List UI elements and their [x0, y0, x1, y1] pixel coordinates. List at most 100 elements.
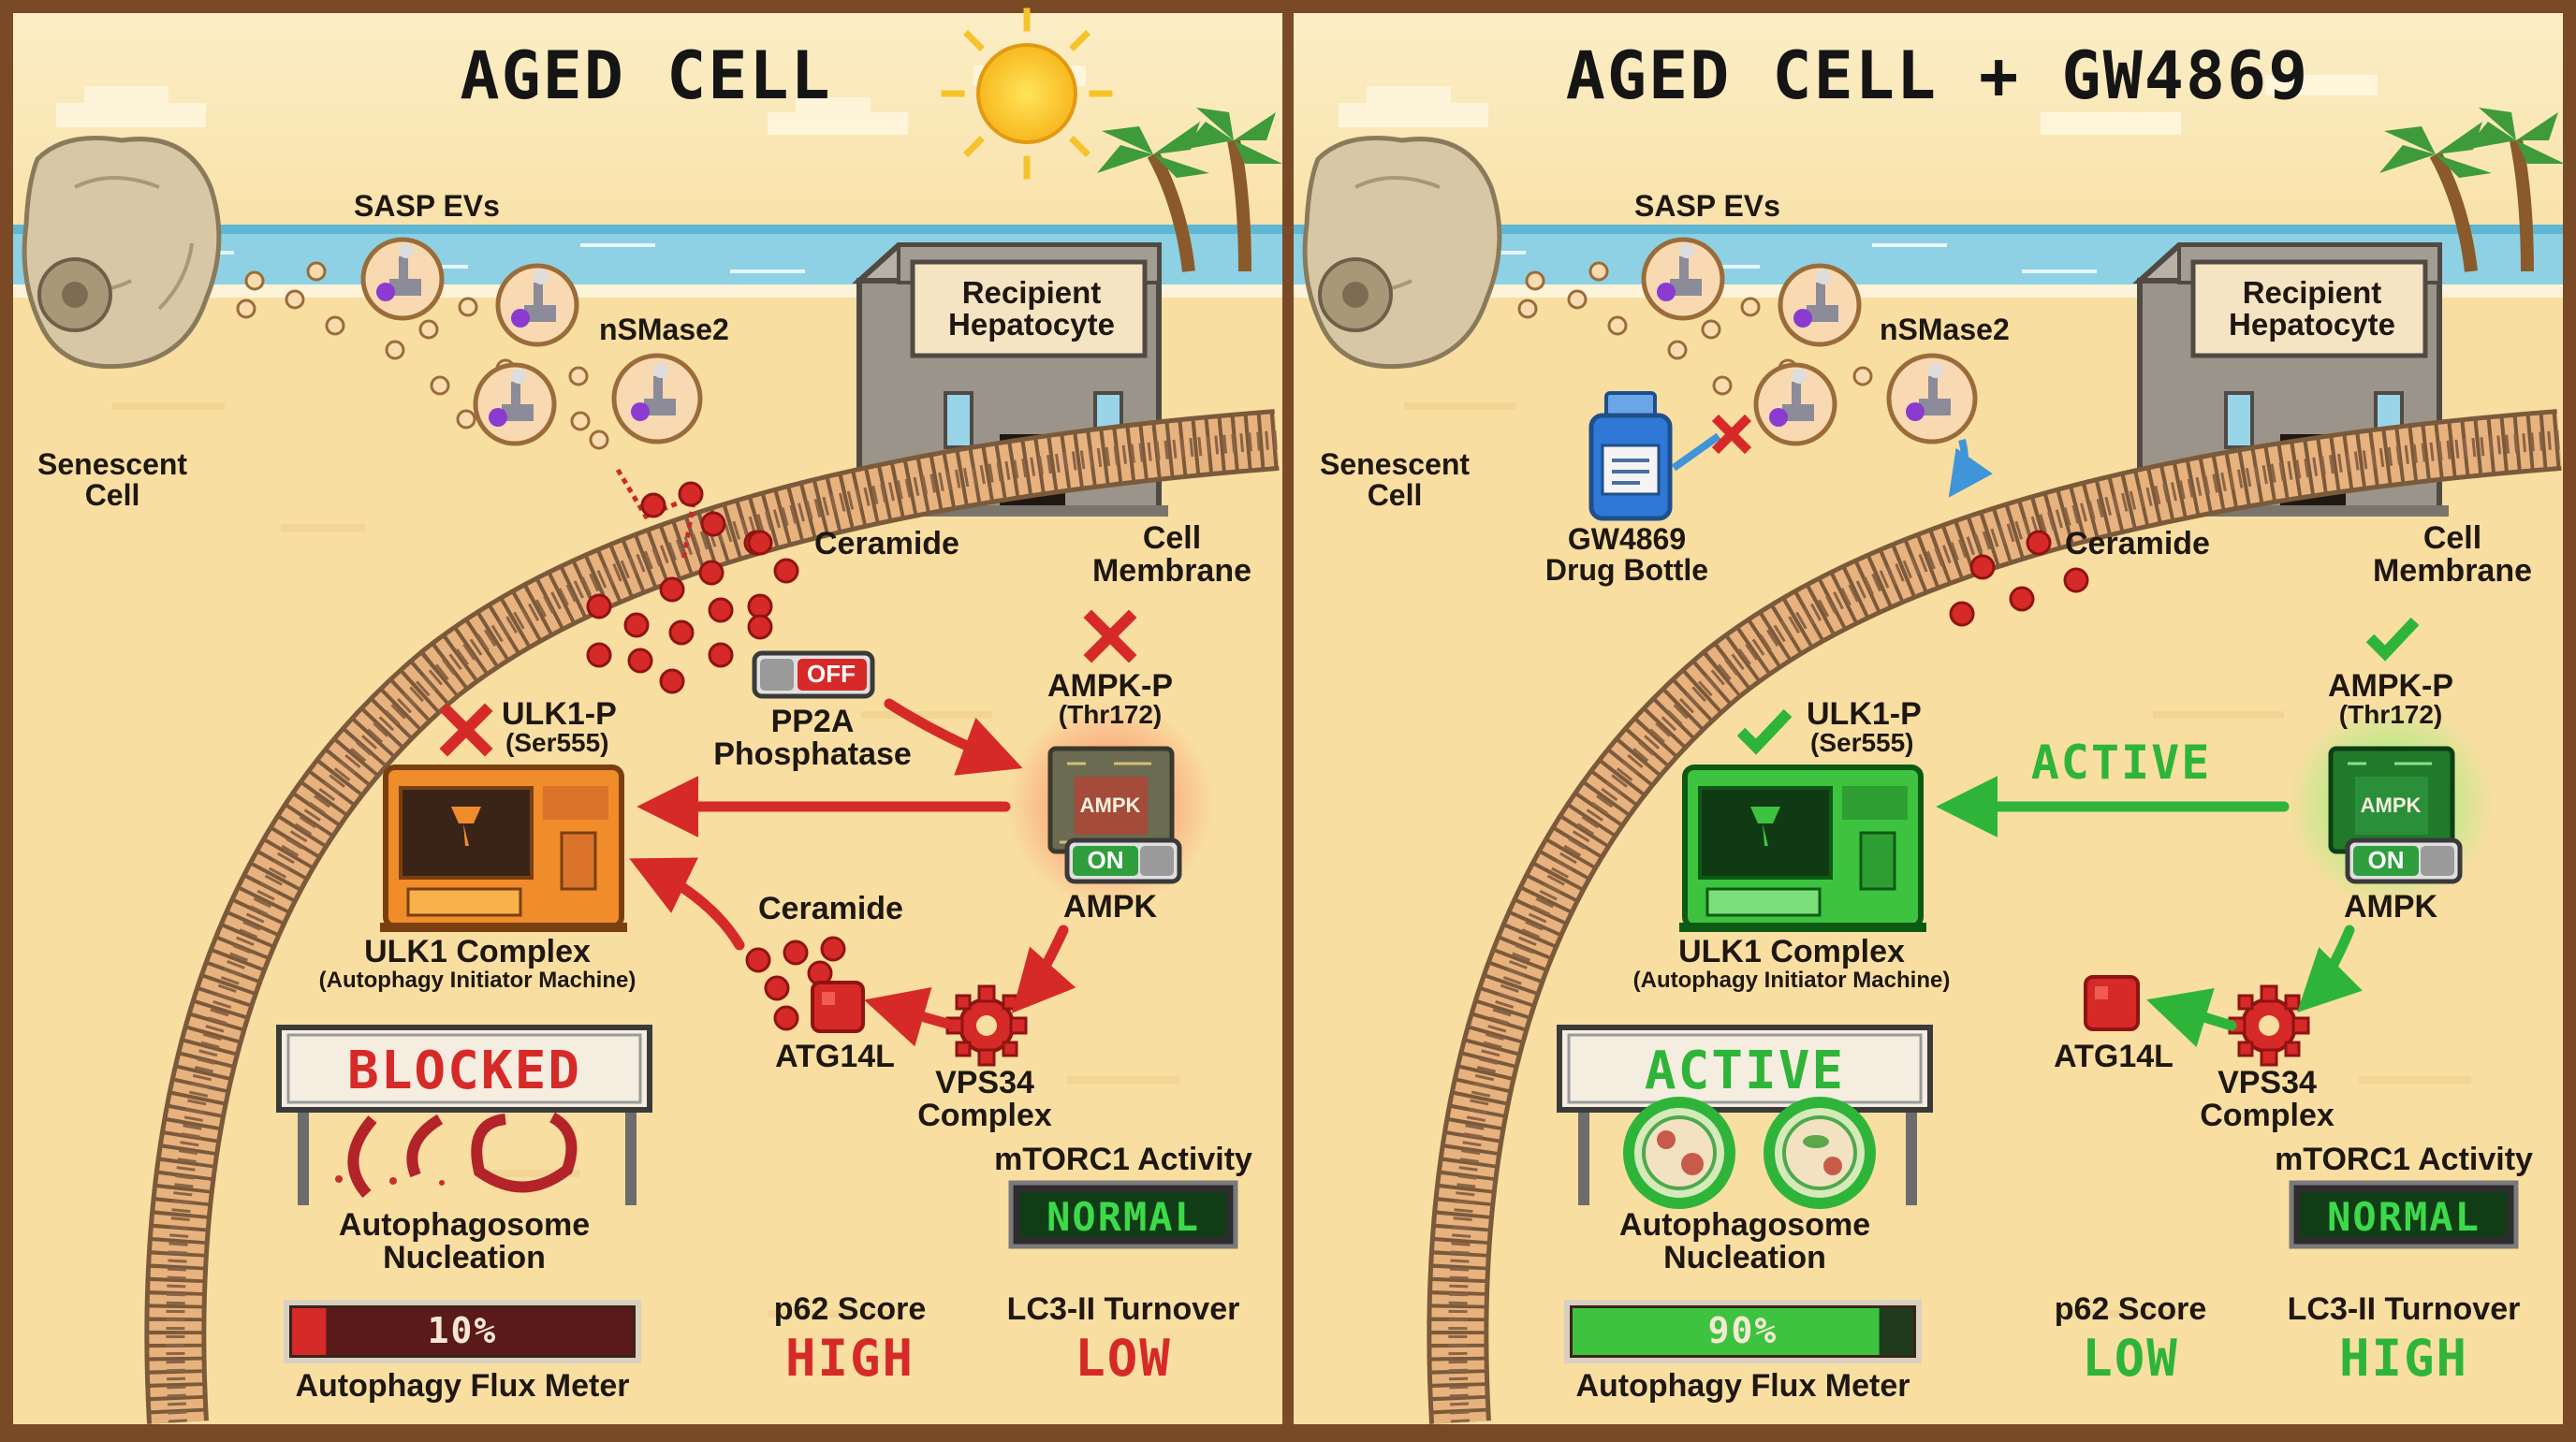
right-mtorc1-display	[2289, 1180, 2519, 1249]
left-lc3-label: LC3-II Turnover	[1006, 1291, 1240, 1327]
left-ulk1-complex-label: ULK1 Complex	[364, 934, 591, 969]
left-panel-title: AGED CELL	[460, 37, 832, 114]
right-atg14l-label: ATG14L	[2054, 1039, 2174, 1074]
left-p62-value: HIGH	[784, 1329, 915, 1388]
right-ampk-p-check-mark	[2365, 617, 2420, 662]
left-panel-art	[13, 7, 1282, 1424]
right-p62-value: LOW	[2082, 1329, 2179, 1388]
left-ulk1-p-x-mark	[439, 703, 493, 757]
right-active-signboard	[1557, 1025, 1933, 1209]
left-ampk-p-site: (Thr172)	[1058, 700, 1163, 729]
right-ulk1-sub-label: (Autophagy Initiator Machine)	[1632, 968, 1951, 993]
right-flux-meter	[1564, 1300, 1922, 1363]
left-blocked-signboard	[276, 1025, 652, 1205]
left-p62-label: p62 Score	[773, 1291, 927, 1327]
right-senescent-cell-icon	[1302, 136, 1502, 370]
right-inhibition-x-mark	[1711, 414, 1752, 455]
right-flux-label: Autophagy Flux Meter	[1575, 1368, 1910, 1404]
right-flux-fill	[1573, 1308, 1880, 1355]
left-flux-value: 10%	[427, 1310, 498, 1351]
left-ampk-p-x-mark	[1083, 609, 1137, 663]
right-ceramide-label: Ceramide	[2065, 526, 2210, 561]
right-panel-art	[1294, 13, 2565, 1424]
left-pp2a-toggle	[752, 650, 875, 699]
panel-divider	[1282, 0, 1294, 1437]
left-arrows	[629, 698, 1076, 1047]
left-nsmase2-label: nSMase2	[599, 313, 729, 346]
left-ulk1-sub-label: (Autophagy Initiator Machine)	[318, 968, 637, 993]
left-sign-text: BLOCKED	[346, 1041, 582, 1101]
left-flux-meter	[284, 1300, 641, 1363]
right-ulk1-p-check-mark	[1736, 708, 1793, 755]
left-sasp-evs-label: SASP EVs	[354, 189, 500, 223]
right-ampk-p-site: (Thr172)	[2338, 700, 2443, 729]
left-mtorc1-label: mTORC1 Activity	[994, 1142, 1252, 1177]
left-ulk1-p-site: (Ser555)	[505, 728, 609, 757]
left-lc3-value: LOW	[1075, 1329, 1172, 1388]
right-lc3-value: HIGH	[2338, 1329, 2469, 1388]
right-ulk1-p-site: (Ser555)	[1810, 728, 1914, 757]
right-ampk-label: AMPK	[2343, 889, 2438, 925]
left-flux-fill	[292, 1308, 327, 1355]
left-vps34-gear-icon	[945, 984, 1028, 1067]
right-nsmase2-label: nSMase2	[1880, 313, 2010, 346]
left-sky	[13, 13, 1282, 228]
right-ampk-chip-icon	[2288, 702, 2494, 908]
left-ceramide-dots	[586, 481, 799, 694]
left-ulk1-p-label: ULK1-P	[502, 696, 617, 732]
right-ulk1-complex-label: ULK1 Complex	[1678, 934, 1905, 969]
right-ceramide-dots	[1949, 530, 2089, 627]
right-flux-value: 90%	[1707, 1310, 1778, 1351]
left-ampk-label: AMPK	[1062, 889, 1158, 925]
left-senescent-cell-icon	[22, 136, 222, 370]
left-ceramide-label: Ceramide	[814, 526, 959, 561]
left-atg14l-label: ATG14L	[775, 1039, 895, 1074]
right-palm-trees	[2379, 108, 2565, 272]
right-panel-title: AGED CELL + GW4869	[1565, 37, 2310, 114]
left-flux-label: Autophagy Flux Meter	[295, 1368, 630, 1404]
right-sasp-evs-label: SASP EVs	[1634, 189, 1780, 223]
left-ampk-p-label: AMPK-P	[1046, 668, 1174, 704]
right-sign-text: ACTIVE	[1644, 1041, 1846, 1101]
right-mtorc1-value: NORMAL	[2327, 1194, 2481, 1240]
right-ampk-p-label: AMPK-P	[2327, 668, 2454, 704]
left-palm-trees	[1097, 108, 1282, 272]
right-ampk-toggle-text: ON	[2367, 846, 2405, 874]
right-p62-label: p62 Score	[2054, 1291, 2207, 1327]
left-mtorc1-value: NORMAL	[1046, 1194, 1200, 1240]
right-vps34-gear-icon	[2228, 984, 2310, 1067]
right-active-arrow-label: ACTIVE	[2030, 736, 2212, 790]
right-atg14l-icon	[2084, 975, 2140, 1031]
right-arrows	[1936, 776, 2363, 1048]
right-drug-bottle-icon	[1588, 391, 1673, 521]
right-lc3-label: LC3-II Turnover	[2287, 1291, 2521, 1327]
left-ulk1-machine-icon	[380, 765, 627, 932]
left-atg14l-icon	[811, 981, 865, 1033]
left-sun-icon	[941, 7, 1113, 180]
right-ulk1-machine-icon	[1679, 765, 1926, 932]
right-mtorc1-label: mTORC1 Activity	[2275, 1142, 2533, 1177]
left-ampk-chip-text: AMPK	[1079, 794, 1141, 817]
right-ulk1-p-label: ULK1-P	[1807, 696, 1922, 732]
left-pp2a-toggle-text: OFF	[807, 660, 856, 688]
left-ceramide-mid-label: Ceramide	[758, 891, 903, 926]
left-ev-bubbles	[360, 237, 703, 446]
left-ampk-toggle-text: ON	[1087, 846, 1124, 874]
left-ampk-chip-icon	[1007, 702, 1213, 908]
left-clouds	[56, 66, 1086, 135]
left-mtorc1-display	[1008, 1180, 1238, 1249]
